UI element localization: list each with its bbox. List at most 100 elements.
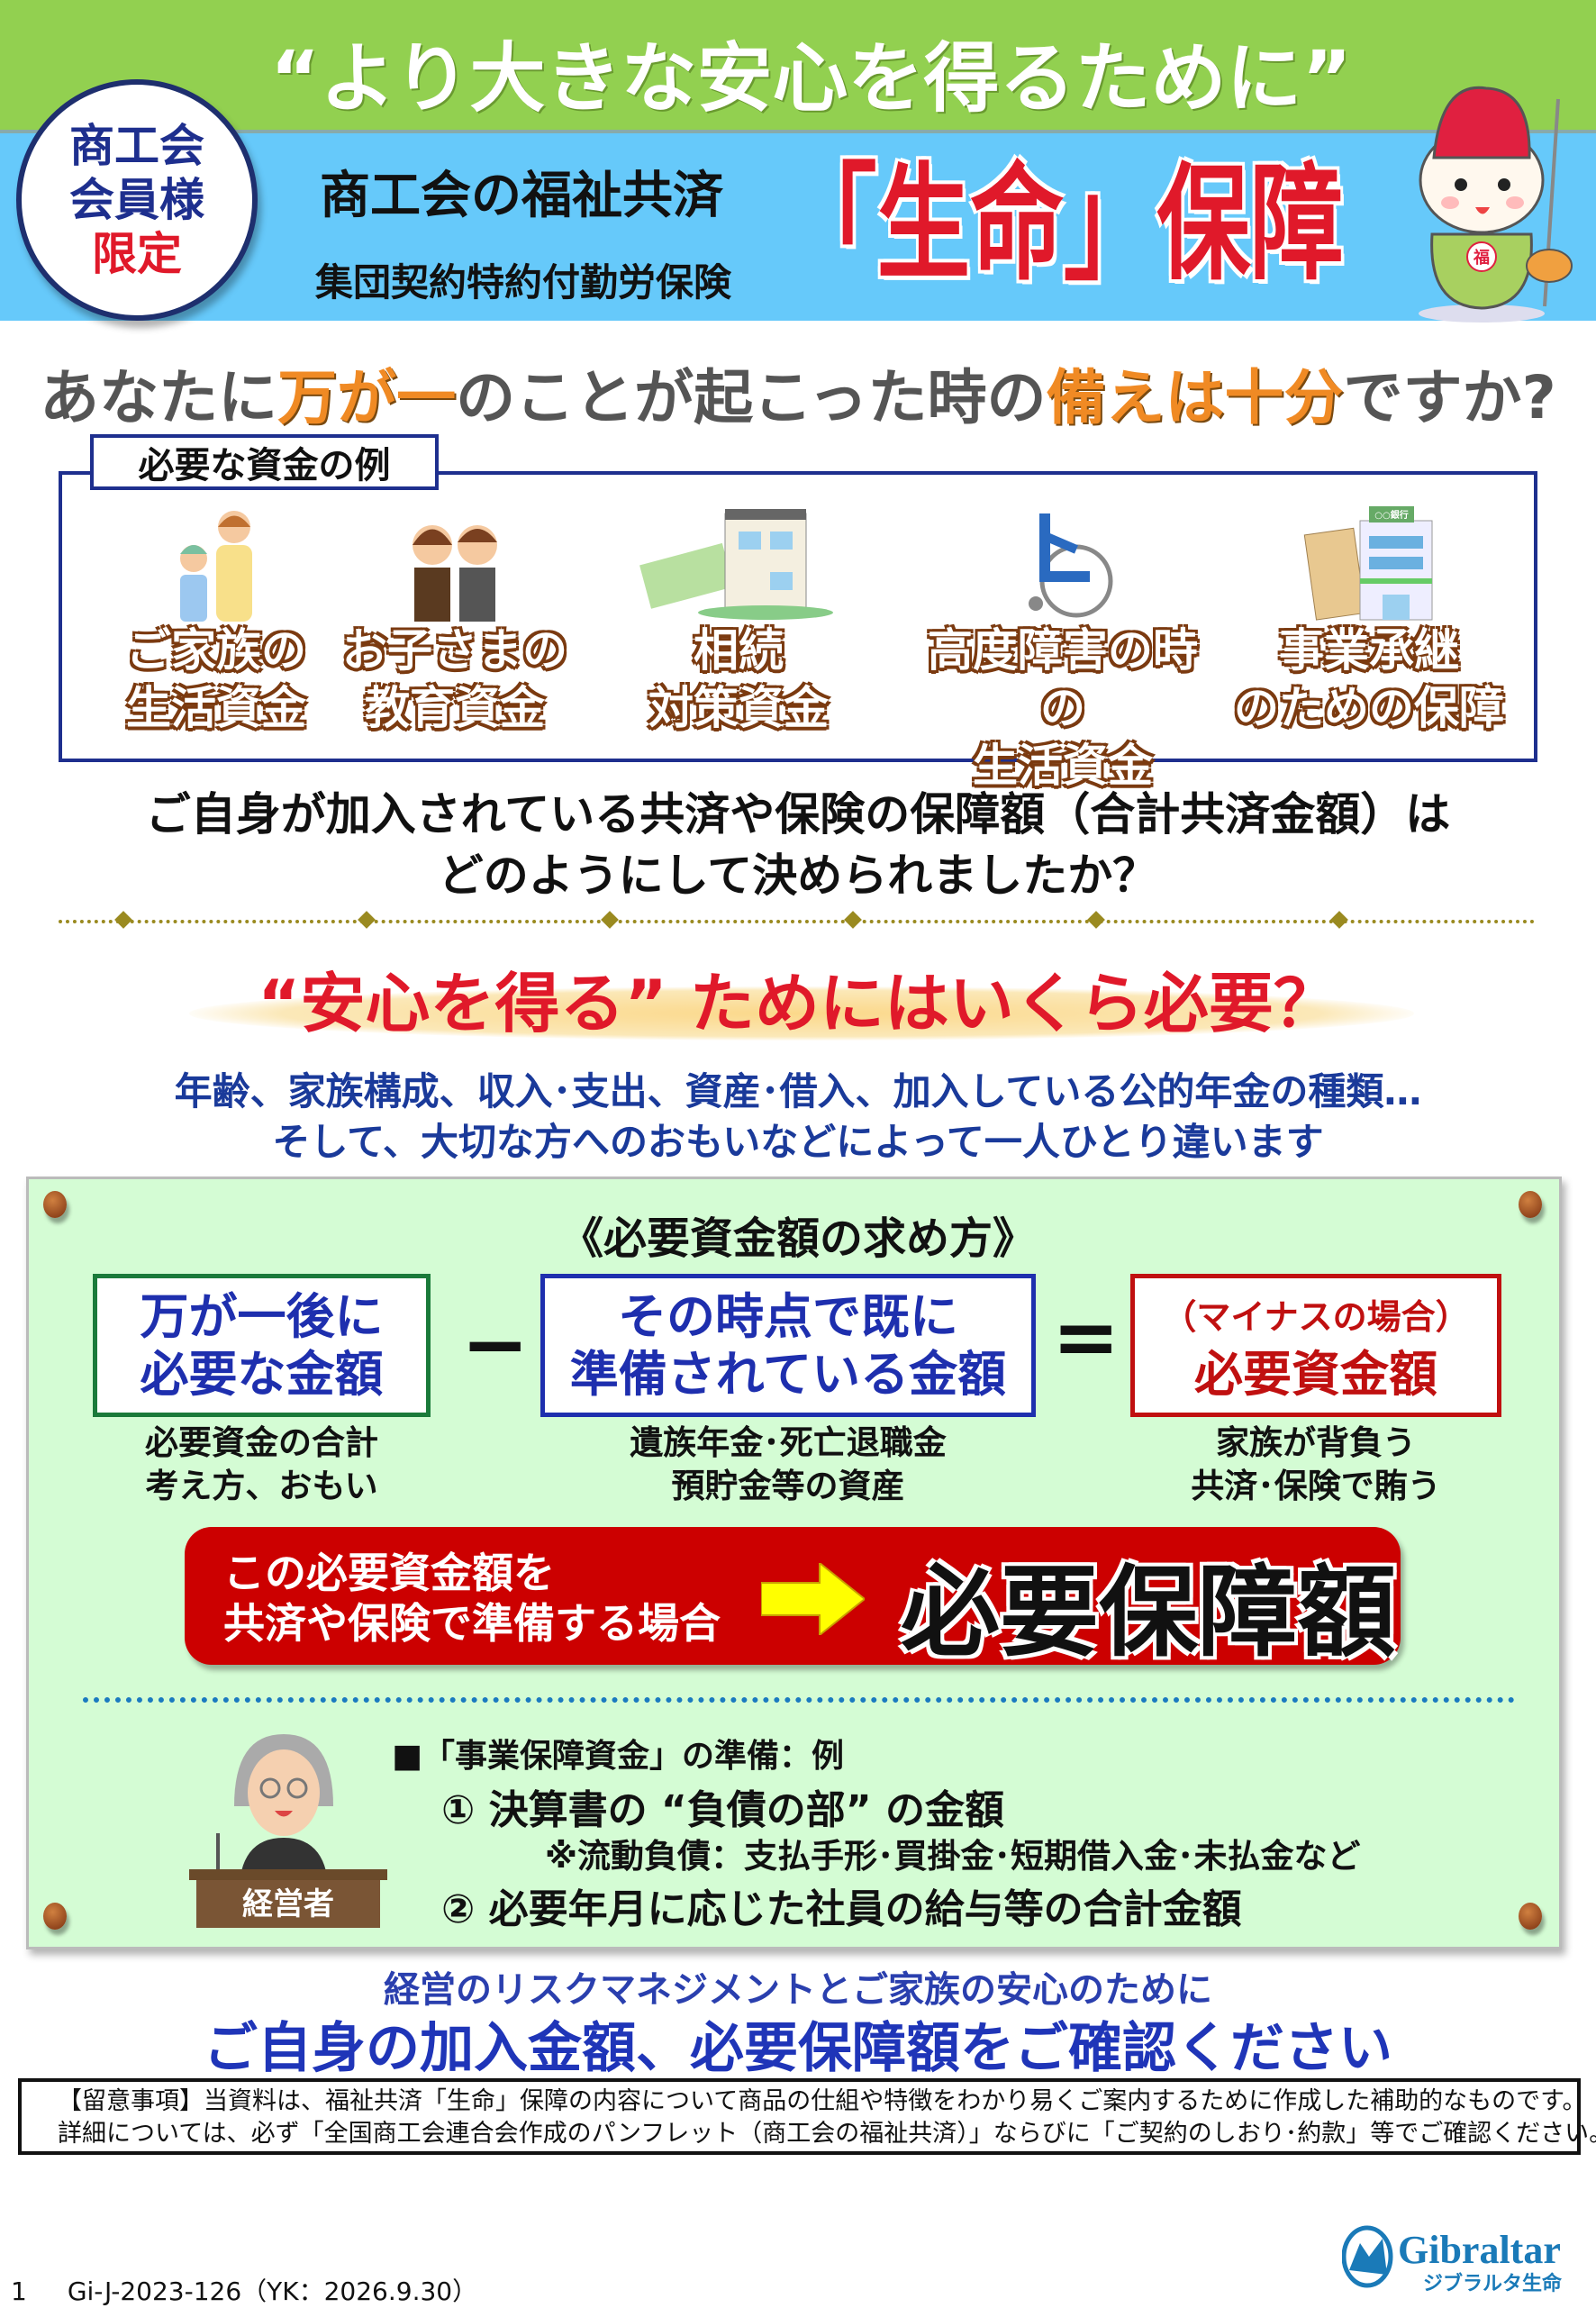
pin-icon: [43, 1903, 67, 1930]
caption-line: 考え方、おもい: [145, 1467, 378, 1505]
notice-box: 【留意事項】当資料は、福祉共済「生命」保障の内容について商品の仕組や特徴をわかり…: [18, 2078, 1596, 2155]
caption-line: 預貯金等の資産: [671, 1467, 905, 1505]
wheelchair-icon: [1029, 513, 1113, 618]
slogan: “より大きな安心を得るために”: [270, 34, 1352, 123]
badge-line: 限定: [92, 228, 182, 280]
fund-item-label: 生活資金: [973, 740, 1153, 792]
podium-label: 経営者: [242, 1886, 334, 1922]
factors-text: 年齢、家族構成、収入･支出、資産･借入、加入している公的年金の種類…: [174, 1069, 1422, 1113]
gibraltar-logo: Gibraltar ジブラルタ生命: [1342, 2225, 1563, 2295]
subtitle: 商工会の福祉共済: [320, 167, 723, 225]
fund-item-label: のための保障: [1234, 682, 1504, 734]
right-arrow-icon: [761, 1563, 865, 1635]
family-icon: [180, 511, 252, 622]
bar-text: この必要資金額を共済や保険で準備する場合: [223, 1548, 721, 1649]
heading-underline: [189, 986, 1414, 1040]
divider-ornament: [844, 911, 862, 929]
question-highlight: 万が一: [277, 363, 457, 432]
business-heading: ■「事業保障資金」の準備：例: [392, 1738, 845, 1775]
box-line: 必要な金額: [140, 1345, 384, 1403]
notice-line: 【留意事項】当資料は、福祉共済「生命」保障の内容について商品の仕組や特徴をわかり…: [58, 2087, 1587, 2115]
members-only-badge: 商工会 会員様 限定: [16, 79, 258, 321]
box-line: 準備されている金額: [569, 1345, 1007, 1403]
logo-text: Gibraltar: [1398, 2228, 1561, 2272]
logo-text-ja: ジブラルタ生命: [1423, 2272, 1563, 2295]
badge-line: 商工会: [69, 120, 204, 172]
fund-item-label: 教育資金: [365, 682, 545, 734]
caption-line: 家族が背負う: [1216, 1423, 1416, 1462]
bank-sign: ○○銀行: [1374, 509, 1408, 521]
required-amount-box: （マイナスの場合） 必要資金額: [1130, 1274, 1501, 1417]
divider-ornament: [358, 911, 376, 929]
factors-text: そして、大切な方へのおもいなどによって一人ひとり違います: [272, 1120, 1324, 1164]
question-highlight: 備えは十分: [1046, 363, 1344, 432]
coverage-question: どのようにして決められましたか？: [438, 850, 1158, 902]
question-text: ですか?: [1343, 363, 1556, 432]
product-title: 「生命」保障: [784, 151, 1344, 298]
students-icon: [413, 525, 497, 622]
caption: 遺族年金･死亡退職金預貯金等の資産: [540, 1422, 1036, 1508]
main-question: あなたに万が一のことが起こった時の備えは十分ですか?: [27, 350, 1569, 436]
caption: 必要資金の合計考え方、おもい: [93, 1422, 431, 1508]
formula-title: 《必要資金額の求め方》: [559, 1213, 1036, 1264]
fund-item-succession: ○○銀行 事業承継 のための保障: [1234, 504, 1504, 737]
fund-item-label: 対策資金: [648, 682, 829, 734]
question-text: のことが起こった時の: [456, 363, 1047, 432]
dotted-divider: [83, 1697, 1515, 1703]
prepared-amount-box: その時点で既に準備されている金額: [540, 1274, 1036, 1417]
fund-item-disability: 高度障害の時の 生活資金: [910, 504, 1216, 795]
box-line: 万が一後に: [140, 1287, 384, 1345]
fund-item-label: お子さまの: [342, 624, 567, 677]
business-item-2: ② 必要年月に応じた社員の給与等の合計金額: [441, 1886, 1242, 1932]
fund-item-label: 事業承継: [1279, 624, 1459, 677]
divider-ornament: [1087, 911, 1105, 929]
pin-icon: [1519, 1191, 1542, 1218]
needed-amount-box: 万が一後に必要な金額: [93, 1274, 431, 1417]
fund-item-label: 相続: [694, 624, 784, 677]
document-code: Gi-J-2023-126（YK：2026.9.30）: [67, 2276, 478, 2306]
fund-item-label: 高度障害の時の: [928, 624, 1198, 734]
box-line: その時点で既に: [618, 1287, 958, 1345]
divider-ornament: [1330, 911, 1348, 929]
closing-call-to-action: ご自身の加入金額、必要保障額をご確認ください: [204, 2017, 1392, 2080]
how-much-heading: “安心を得る” ためにはいくら必要？: [258, 966, 1338, 1041]
business-note: ※流動負債：支払手形･買掛金･短期借入金･未払金など: [545, 1837, 1361, 1876]
fund-item-family: ご家族の 生活資金: [81, 504, 351, 737]
fund-item-inheritance: 相続 対策資金: [603, 504, 874, 737]
funds-example-label: 必要な資金の例: [90, 434, 439, 490]
box-line: （マイナスの場合）: [1162, 1296, 1470, 1337]
bar-line: この必要資金額を: [223, 1549, 555, 1597]
badge-line: 会員様: [69, 174, 204, 226]
fund-item-label: 生活資金: [126, 682, 306, 734]
minus-sign: −: [461, 1297, 530, 1392]
divider-ornament: [601, 911, 619, 929]
ebisu-mascot-icon: 福: [1419, 86, 1573, 323]
coverage-question: ご自身が加入されている共済や保険の保障額（合計共済金額）は: [145, 788, 1451, 841]
divider-ornament: [114, 911, 132, 929]
caption-line: 遺族年金･死亡退職金: [630, 1423, 947, 1462]
mascot-label: 福: [1473, 248, 1490, 268]
required-coverage-label: 必要保障額: [901, 1555, 1396, 1670]
question-text: あなたに: [40, 363, 278, 432]
equals-sign: =: [1052, 1290, 1120, 1385]
closing-subtitle: 経営のリスクマネジメントとご家族の安心のために: [384, 1969, 1212, 2011]
house-bankbook-icon: [639, 509, 833, 620]
page-number: 1: [11, 2276, 27, 2306]
funds-example-box: [59, 471, 1537, 762]
fund-item-education: お子さまの 教育資金: [320, 504, 590, 737]
bar-line: 共済や保険で準備する場合: [223, 1599, 721, 1648]
pin-icon: [43, 1191, 67, 1218]
executive-icon: 経営者: [189, 1734, 387, 1928]
ornament-divider: [59, 920, 1536, 923]
box-line: 必要資金額: [1194, 1345, 1437, 1403]
caption: 家族が背負う共済･保険で賄う: [1130, 1422, 1501, 1508]
bank-document-icon: ○○銀行: [1303, 506, 1433, 621]
pin-icon: [1519, 1903, 1542, 1930]
header-blue-band: [0, 130, 1596, 321]
header-green-band: [0, 0, 1596, 130]
caption-line: 共済･保険で賄う: [1191, 1467, 1441, 1505]
caption-line: 必要資金の合計: [145, 1423, 378, 1462]
page-footer: 1 Gi-J-2023-126（YK：2026.9.30）: [11, 2272, 477, 2308]
business-item-1: ① 決算書の “負債の部” の金額: [441, 1787, 1005, 1833]
fund-item-label: ご家族の: [126, 624, 306, 677]
